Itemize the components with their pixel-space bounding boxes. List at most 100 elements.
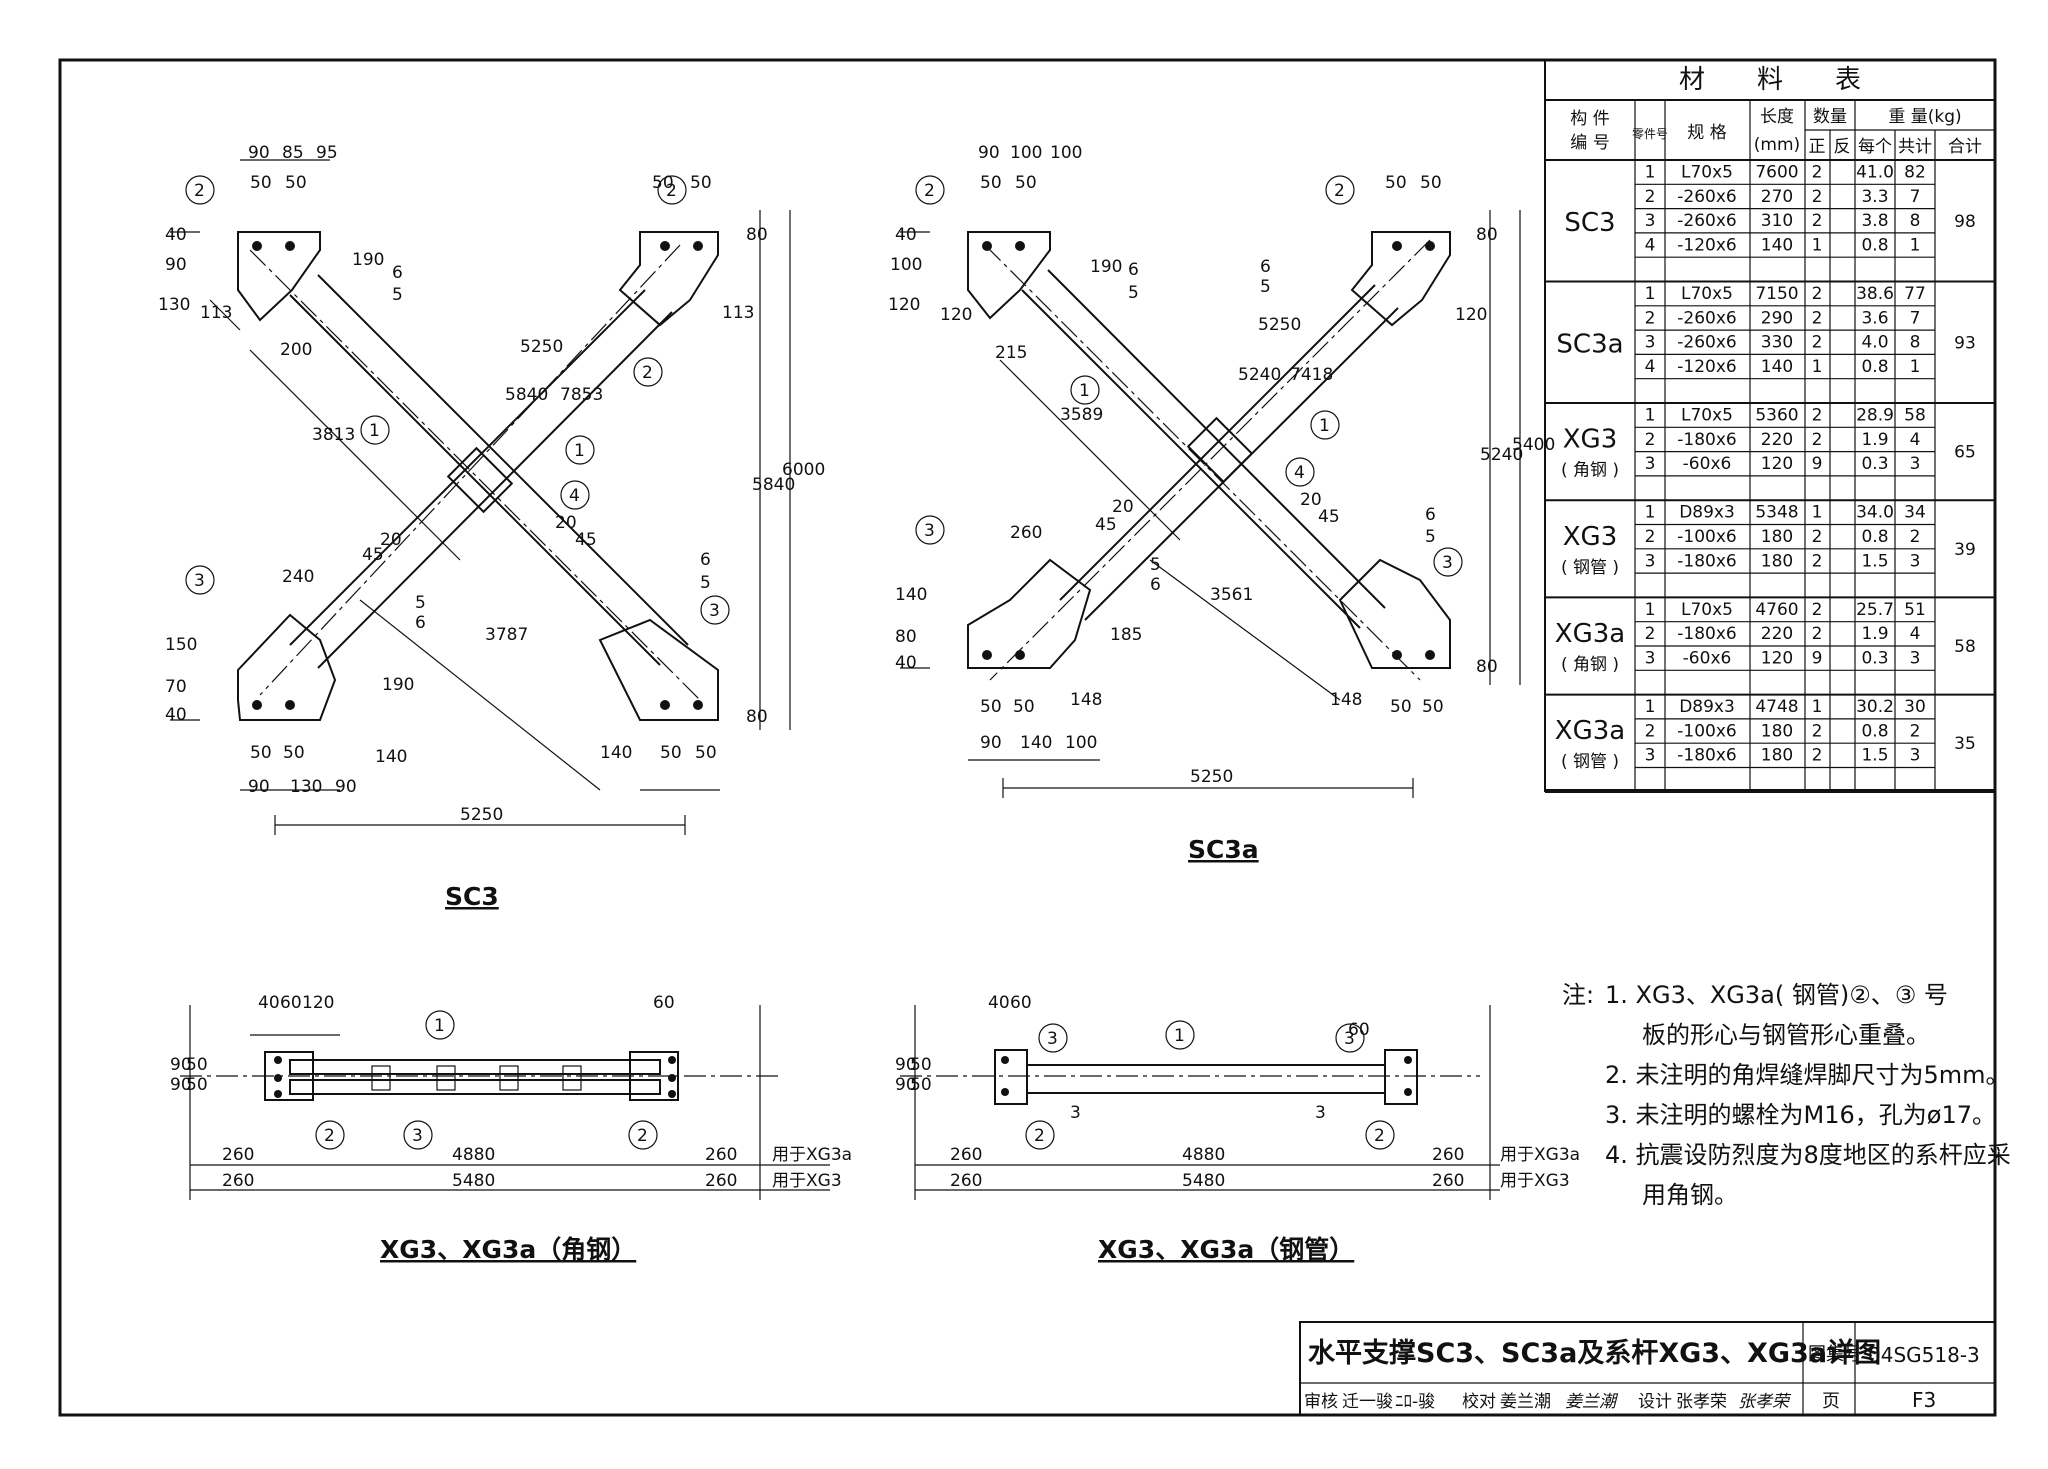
table-cell: 4: [1910, 430, 1921, 450]
callout-circle: [915, 515, 945, 545]
table-cell: 0.8: [1861, 721, 1888, 741]
table-cell: 2: [1812, 430, 1823, 450]
table-cell: 4: [1910, 624, 1921, 644]
dim-line: [359, 599, 601, 791]
table-cell: 3: [1645, 746, 1656, 766]
table-cell: 82: [1904, 162, 1926, 182]
dim-label: 150: [165, 635, 197, 655]
table-cell: L70x5: [1681, 600, 1733, 620]
table-cell: 3.3: [1861, 187, 1888, 207]
end-plate-2: [264, 1051, 314, 1101]
dim-label: 40: [165, 225, 187, 245]
dim-label: 5: [1260, 277, 1271, 297]
table-cell: -260x6: [1677, 308, 1736, 328]
dim-label: 50: [250, 743, 272, 763]
table-cell: 290: [1761, 308, 1793, 328]
callout-label: 3: [709, 601, 720, 621]
table-cell: 7: [1910, 308, 1921, 328]
table-cell: D89x3: [1679, 697, 1735, 717]
callout-label: 3: [1344, 1029, 1355, 1049]
gusset-plate-3: [1338, 558, 1451, 669]
dim-label: 4880: [452, 1145, 495, 1165]
member-total-weight: 35: [1954, 734, 1976, 754]
member-type: ( 角钢 ): [1561, 461, 1619, 481]
table-cell: 1.9: [1861, 624, 1888, 644]
note-item: 4. 抗震设防烈度为8度地区的系杆应采: [1605, 1141, 2011, 1169]
dim-label: 120: [1455, 305, 1487, 325]
table-cell: 34: [1904, 503, 1926, 523]
dim-label: 50: [690, 173, 712, 193]
dim-label: 190: [382, 675, 414, 695]
gusset-plate-2: [618, 231, 719, 327]
callout-circle: [1365, 1120, 1395, 1150]
title-block-frame: [1299, 1321, 1996, 1416]
table-cell: 2: [1812, 721, 1823, 741]
callout-label: 2: [1334, 181, 1345, 201]
table-cell: 1: [1645, 503, 1656, 523]
end-plate-2: [629, 1051, 679, 1101]
filler-plate-3: [371, 1065, 391, 1091]
dim-label: 45: [1318, 507, 1340, 527]
dim-label: 260: [705, 1145, 737, 1165]
dim-label: 50: [695, 743, 717, 763]
dim-label: 113: [722, 303, 754, 323]
member-total-weight: 39: [1954, 540, 1976, 560]
dim-label: 5250: [460, 805, 503, 825]
angle-member-1: [289, 294, 661, 666]
dim-label: 190: [352, 250, 384, 270]
table-cell: 28.9: [1856, 405, 1894, 425]
callout-label: 1: [369, 421, 380, 441]
dim-label: 60: [1010, 993, 1032, 1013]
dim-line: [1149, 559, 1341, 701]
bolt-holes: [274, 1056, 676, 1098]
table-cell: 2: [1645, 187, 1656, 207]
dim-label: 90: [335, 777, 357, 797]
dim-label: 50: [186, 1075, 208, 1095]
header-length: (mm): [1754, 135, 1800, 155]
callout-circle: [1070, 375, 1100, 405]
dim-label: 4880: [1182, 1145, 1225, 1165]
part-callouts: 1 3 3 2 2: [1025, 1020, 1395, 1150]
dim-label: 95: [316, 143, 338, 163]
table-cell: 9: [1812, 454, 1823, 474]
dim-label: 40: [988, 993, 1010, 1013]
dim-label: 70: [165, 677, 187, 697]
dim-label: 90: [980, 733, 1002, 753]
table-cell: 2: [1812, 746, 1823, 766]
dim-label: 用于XG3a: [772, 1145, 852, 1165]
table-cell: 5360: [1755, 405, 1798, 425]
dim-label: 40: [895, 225, 917, 245]
dim-label: 50: [910, 1055, 932, 1075]
dim-label: 20: [380, 530, 402, 550]
table-cell: 140: [1761, 357, 1793, 377]
dim-label: 5480: [1182, 1171, 1225, 1191]
table-cell: 1: [1910, 357, 1921, 377]
table-cell: 4760: [1755, 600, 1798, 620]
callout-label: 4: [569, 486, 580, 506]
table-cell: 58: [1904, 405, 1926, 425]
table-cell: 8: [1910, 333, 1921, 353]
table-cell: 2: [1645, 721, 1656, 741]
dim-label: 6: [1425, 505, 1436, 525]
filler-plate-3: [562, 1065, 582, 1091]
table-cell: 3: [1910, 746, 1921, 766]
view-label-sc3a: SC3a: [1188, 835, 1259, 864]
dim-label: 90: [895, 1055, 917, 1075]
dim-label: 260: [950, 1171, 982, 1191]
table-cell: 3: [1910, 648, 1921, 668]
table-cell: 2: [1910, 721, 1921, 741]
callout-circle: [1325, 175, 1355, 205]
dim-label: 80: [746, 707, 768, 727]
table-cell: 2: [1812, 308, 1823, 328]
angle-member-1: [317, 311, 673, 669]
angle-member-1: [1047, 269, 1386, 609]
header-spec: 规 格: [1687, 123, 1726, 143]
callout-label: 3: [1442, 553, 1453, 573]
member-id: XG3: [1563, 425, 1618, 455]
table-cell: 1.5: [1861, 746, 1888, 766]
end-plate-3: [994, 1049, 1028, 1105]
dim-label: 45: [1095, 515, 1117, 535]
dim-label: 5: [1128, 283, 1139, 303]
table-cell: 3: [1645, 211, 1656, 231]
table-cell: 30.2: [1856, 697, 1894, 717]
